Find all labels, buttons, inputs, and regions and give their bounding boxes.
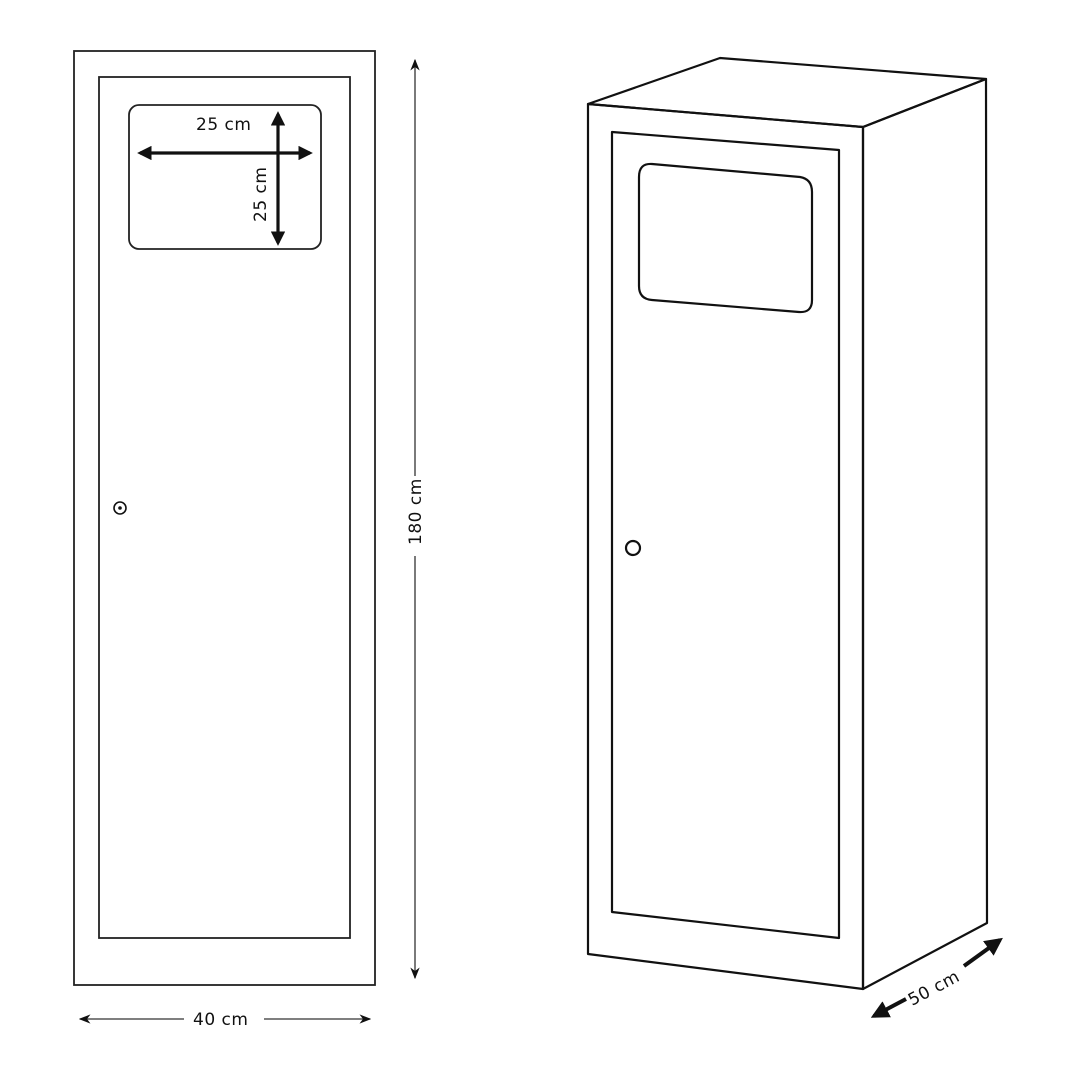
cabinet-side-face: [861, 77, 989, 991]
front-view: 25 cm 25 cm 180 cm 40 cm: [73, 50, 426, 1030]
window-width-label: 25 cm: [196, 115, 251, 135]
cabinet-front-face: [586, 102, 865, 991]
depth-arrow-lower: [870, 997, 907, 1018]
front-door-panel: [98, 76, 351, 939]
width-label: 40 cm: [193, 1010, 248, 1030]
height-label: 180 cm: [406, 478, 426, 545]
cabinet-top-face: [586, 56, 988, 129]
depth-label: 50 cm: [905, 967, 963, 1011]
cabinet-window: [637, 162, 814, 314]
window-height-label: 25 cm: [251, 167, 271, 222]
depth-arrow-upper: [962, 937, 1003, 968]
depth-dimension: 50 cm: [870, 937, 1003, 1018]
lock-keyhole: [118, 506, 122, 510]
cabinet-door-panel: [610, 130, 841, 940]
front-window: [128, 104, 322, 250]
cabinet-lock-icon: [624, 539, 642, 557]
front-outer-frame: [73, 50, 376, 986]
perspective-view: [586, 56, 989, 991]
lock-icon: [113, 501, 127, 515]
